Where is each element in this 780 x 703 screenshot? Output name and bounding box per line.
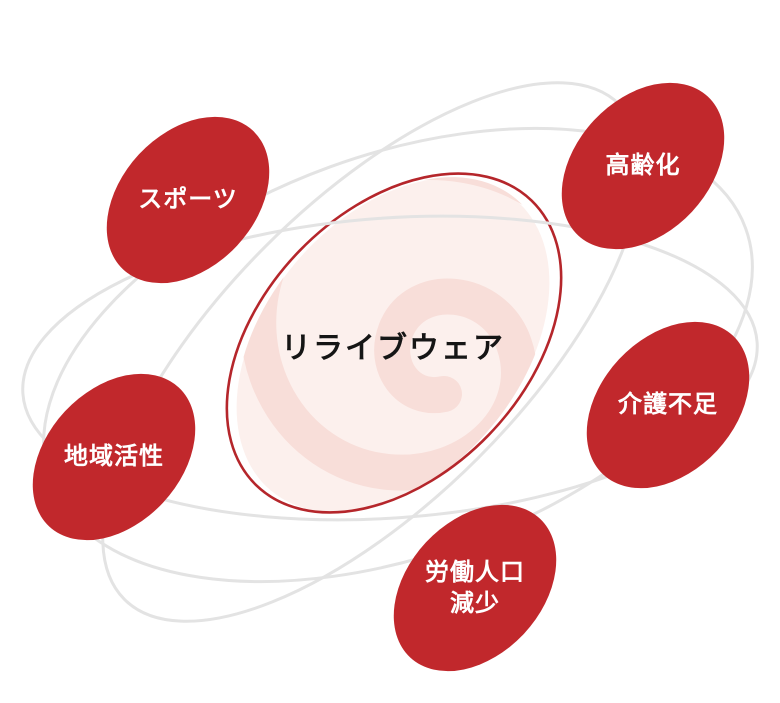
node-labor-decline: 労働人口 減少 <box>361 472 589 703</box>
center-label: リライブウェア <box>281 332 505 365</box>
node-regional-vitality: 地域活性 <box>0 341 228 573</box>
node-care-shortage: 介護不足 <box>554 289 780 521</box>
node-sports-label: スポーツ <box>138 186 238 214</box>
node-aging-label: 高齢化 <box>605 152 681 180</box>
node-labor-decline-label: 労働人口 減少 <box>425 558 525 617</box>
node-care-shortage-label: 介護不足 <box>618 391 718 419</box>
node-sports: スポーツ <box>74 84 302 316</box>
node-aging: 高齢化 <box>529 50 757 282</box>
node-regional-vitality-label: 地域活性 <box>64 443 164 471</box>
